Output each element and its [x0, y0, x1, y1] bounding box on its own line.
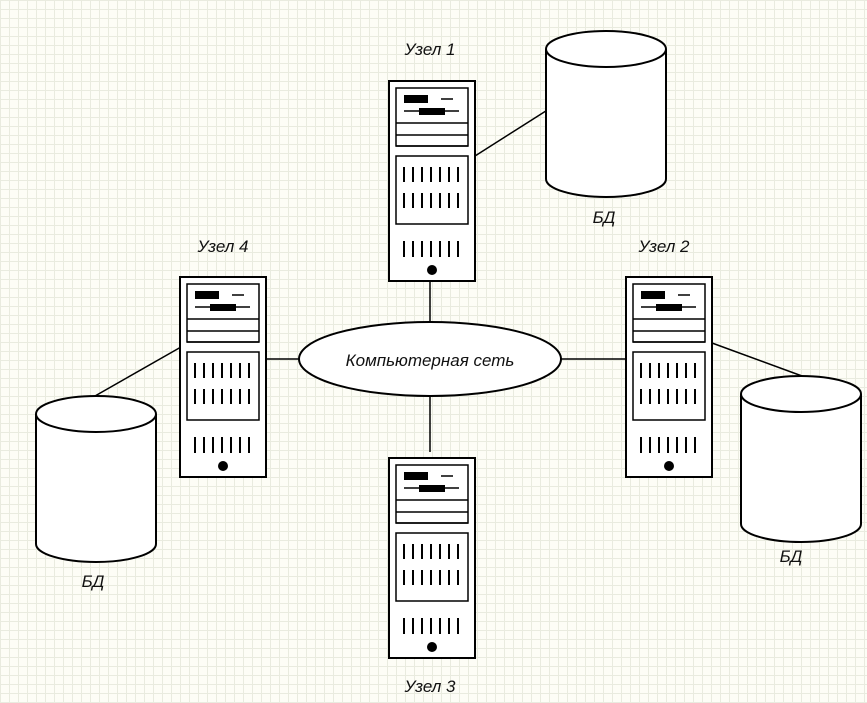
node-3-label: Узел 3 [403, 677, 456, 696]
server-node-3 [388, 457, 476, 659]
db-label-node-1: БД [593, 208, 616, 227]
network-label: Компьютерная сеть [346, 351, 515, 370]
database-node-2 [740, 375, 862, 543]
node-4-label: Узел 4 [196, 237, 248, 256]
server-node-2 [625, 276, 713, 478]
node-1-label: Узел 1 [403, 40, 455, 59]
db-label-node-2: БД [780, 547, 803, 566]
server-node-4 [179, 276, 267, 478]
link-node2-db [711, 342, 803, 377]
network-ellipse [298, 321, 562, 397]
db-label-node-4: БД [82, 572, 105, 591]
database-node-1 [545, 30, 667, 198]
node-2-label: Узел 2 [637, 237, 690, 256]
server-node-1 [388, 80, 476, 282]
database-node-4 [35, 395, 157, 563]
link-node4-db [94, 346, 182, 397]
